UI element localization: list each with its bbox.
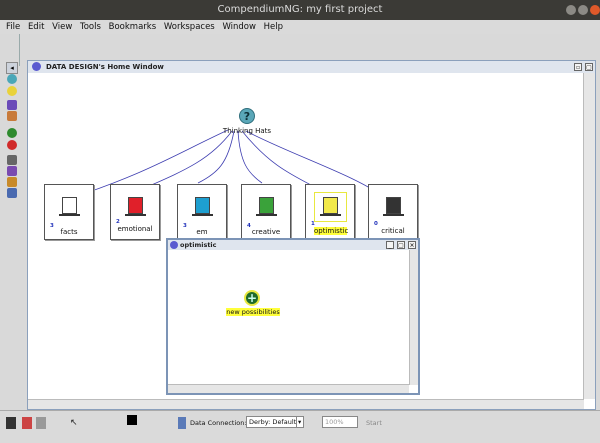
link-creative[interactable] [237, 130, 263, 184]
hat-label: critical [381, 227, 405, 235]
close-button[interactable] [590, 5, 600, 15]
hat-label: optimistic [314, 227, 349, 235]
close-icon[interactable]: × [408, 241, 416, 249]
vertical-scrollbar[interactable] [583, 73, 595, 399]
question-node-icon[interactable] [7, 74, 17, 84]
maximize-icon[interactable]: ▢ [397, 241, 405, 249]
hat-label: emotional [117, 225, 153, 233]
hat-node-em[interactable]: 3 em [177, 184, 227, 240]
horizontal-scrollbar[interactable] [168, 384, 409, 393]
hat-count: 3 [183, 223, 187, 229]
plus-icon[interactable]: + [244, 290, 260, 306]
hat-count: 4 [247, 223, 251, 229]
thinking-hats-label: Thinking Hats [222, 127, 272, 135]
optimistic-window-titlebar[interactable]: optimistic _ ▢ × [168, 240, 418, 250]
hat-brim [383, 214, 404, 216]
hat-count: 3 [50, 223, 54, 229]
map-node-icon[interactable] [7, 100, 17, 110]
menu-arrow-icon[interactable] [6, 417, 16, 429]
selection-box [314, 192, 347, 222]
link-layer [67, 129, 379, 200]
vertical-scrollbar[interactable] [409, 250, 418, 385]
menu-help[interactable]: Help [263, 22, 284, 32]
link-critical[interactable] [245, 130, 379, 194]
hat-label: creative [251, 228, 281, 236]
hat-count: 0 [374, 221, 378, 227]
collapse-palette-button[interactable]: ◂ [6, 62, 18, 74]
eraser-icon[interactable] [22, 417, 32, 429]
zoom-select[interactable]: 100% [322, 416, 358, 428]
maximize-button[interactable] [578, 5, 588, 15]
menubar: File Edit View Tools Bookmarks Workspace… [0, 20, 600, 34]
node-palette: ◂ [0, 34, 19, 410]
red-hat-icon [128, 197, 143, 214]
start-button[interactable]: Start [366, 419, 382, 427]
map-icon [170, 241, 178, 249]
hat-node-optimistic[interactable]: 1 optimistic [305, 184, 355, 240]
green-hat-icon [259, 197, 274, 214]
hat-label: em [196, 228, 208, 236]
decision-node-icon[interactable] [7, 166, 17, 176]
question-icon: ? [239, 108, 255, 124]
data-connection-select[interactable]: Derby: Default [246, 416, 300, 428]
hat-node-creative[interactable]: 4 creative [241, 184, 291, 240]
optimistic-window: optimistic _ ▢ × [166, 238, 420, 395]
hat-node-facts[interactable]: 3 facts [44, 184, 94, 240]
menu-bookmarks[interactable]: Bookmarks [108, 22, 157, 32]
con-node-icon[interactable] [7, 140, 17, 150]
hat-count: 1 [311, 221, 315, 227]
menu-file[interactable]: File [6, 22, 21, 32]
home-window-titlebar[interactable]: DATA DESIGN's Home Window ▫ ▢ [28, 61, 595, 73]
new-possibilities-label[interactable]: new possibilities [226, 308, 280, 316]
link-optimistic[interactable] [241, 130, 312, 186]
optimistic-window-title: optimistic [180, 241, 217, 249]
hat-count: 2 [116, 219, 120, 225]
argument-node-icon[interactable] [7, 188, 17, 198]
minimize-icon[interactable]: _ [386, 241, 394, 249]
menu-edit[interactable]: Edit [27, 22, 45, 32]
map-canvas[interactable]: ? Thinking Hats 3 facts 2 emotional 3 em [28, 73, 584, 399]
dropdown-arrow-icon[interactable]: ▾ [296, 416, 304, 428]
menu-workspaces[interactable]: Workspaces [163, 22, 215, 32]
optimistic-canvas[interactable] [168, 250, 409, 385]
hat-brim [256, 214, 277, 216]
thinking-hats-node[interactable]: ? Thinking Hats [212, 108, 282, 135]
maximize-icon[interactable]: ▢ [585, 63, 593, 71]
pointer-icon[interactable]: ↖ [70, 418, 78, 428]
window-title: CompendiumNG: my first project [217, 4, 383, 15]
note-node-icon[interactable] [7, 177, 17, 187]
hat-label: facts [60, 228, 78, 236]
link-em[interactable] [197, 130, 235, 184]
hat-brim [125, 214, 146, 216]
map-icon [32, 62, 41, 71]
pencil-icon[interactable] [36, 417, 46, 429]
hat-brim [59, 214, 80, 216]
window-titlebar: CompendiumNG: my first project [0, 0, 600, 20]
blue-hat-icon [195, 197, 210, 214]
restore-icon[interactable]: ▫ [574, 63, 582, 71]
menu-view[interactable]: View [52, 22, 73, 32]
reference-node-icon[interactable] [7, 155, 17, 165]
minimize-button[interactable] [566, 5, 576, 15]
hat-brim [320, 214, 341, 216]
horizontal-scrollbar[interactable] [28, 399, 584, 409]
hat-node-emotional[interactable]: 2 emotional [110, 184, 160, 240]
yellow-hat-icon [323, 197, 338, 214]
color-swatch[interactable] [127, 415, 137, 425]
data-connection-label: Data Connection: [190, 419, 247, 427]
pro-node-icon[interactable] [7, 128, 17, 138]
menu-window[interactable]: Window [222, 22, 256, 32]
hat-brim [192, 214, 213, 216]
white-hat-icon [62, 197, 77, 214]
link-facts[interactable] [67, 129, 229, 200]
database-icon [178, 417, 186, 429]
status-bar: ↖ Data Connection: Derby: Default ▾ 100%… [0, 410, 600, 443]
list-node-icon[interactable] [7, 111, 17, 121]
idea-node-icon[interactable] [7, 86, 17, 96]
black-hat-icon [386, 197, 401, 214]
hat-node-critical[interactable]: 0 critical [368, 184, 418, 240]
home-window-title: DATA DESIGN's Home Window [46, 63, 164, 71]
menu-tools[interactable]: Tools [79, 22, 101, 32]
